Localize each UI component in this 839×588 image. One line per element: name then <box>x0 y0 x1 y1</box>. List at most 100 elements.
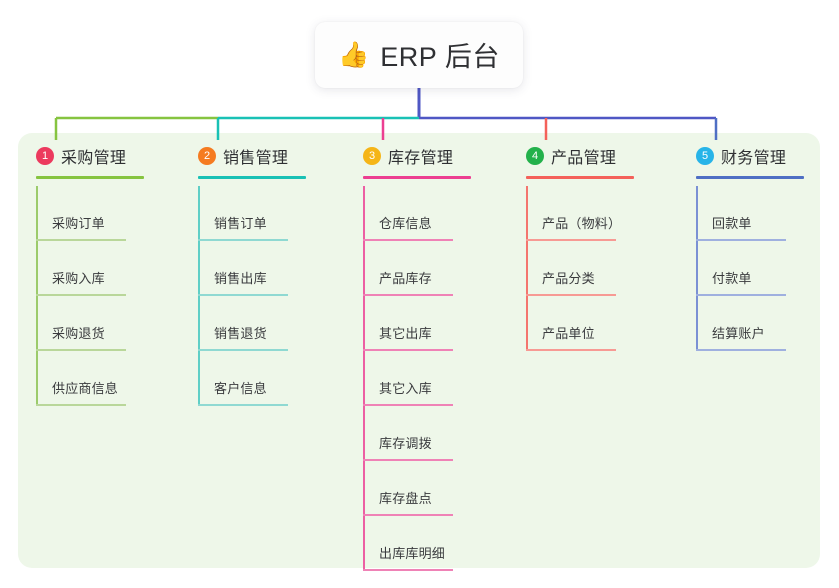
submenu-item-label: 其它入库 <box>379 381 432 396</box>
root-node-title: ERP 后台 <box>380 41 500 72</box>
submenu-item[interactable]: 产品单位 <box>526 296 656 351</box>
category-title: 财务管理 <box>721 150 787 167</box>
category-number-badge: 5 <box>696 147 714 165</box>
submenu-item-label: 采购入库 <box>52 271 105 286</box>
submenu-item[interactable]: 采购入库 <box>36 241 166 296</box>
submenu-item-underline <box>696 239 786 241</box>
category-number-badge: 4 <box>526 147 544 165</box>
submenu-item-underline <box>526 349 616 351</box>
category-column-3: 3 库存管理仓库信息产品库存其它出库其它入库库存调拨库存盘点出库库明细 <box>345 143 493 571</box>
submenu-item[interactable]: 产品库存 <box>363 241 493 296</box>
submenu-item-underline <box>526 239 616 241</box>
category-column-1: 1 采购管理采购订单采购入库采购退货供应商信息 <box>18 143 166 406</box>
submenu-spine <box>526 186 528 351</box>
submenu-list: 回款单付款单结算账户 <box>678 186 826 351</box>
submenu-item[interactable]: 产品（物料） <box>526 186 656 241</box>
submenu-item-label: 结算账户 <box>712 326 765 341</box>
submenu-item-label: 供应商信息 <box>52 381 119 396</box>
submenu-item-underline <box>363 239 453 241</box>
submenu-item-underline <box>363 349 453 351</box>
submenu-item[interactable]: 供应商信息 <box>36 351 166 406</box>
submenu-item[interactable]: 其它入库 <box>363 351 493 406</box>
submenu-item-label: 销售订单 <box>214 216 267 231</box>
submenu-item-underline <box>363 459 453 461</box>
submenu-item-label: 付款单 <box>712 271 752 286</box>
category-column-4: 4 产品管理产品（物料） 产品分类产品单位 <box>508 143 656 351</box>
submenu-item-label: 采购订单 <box>52 216 105 231</box>
submenu-spine <box>363 186 365 571</box>
category-header-1[interactable]: 1 采购管理 <box>18 143 166 169</box>
submenu-item[interactable]: 仓库信息 <box>363 186 493 241</box>
category-column-5: 5 财务管理回款单付款单结算账户 <box>678 143 826 351</box>
submenu-item[interactable]: 其它出库 <box>363 296 493 351</box>
submenu-item-underline <box>363 569 453 571</box>
category-underline <box>198 176 306 179</box>
submenu-item-label: 产品分类 <box>542 271 595 286</box>
submenu-item[interactable]: 销售出库 <box>198 241 328 296</box>
submenu-item[interactable]: 销售订单 <box>198 186 328 241</box>
category-number-badge: 3 <box>363 147 381 165</box>
submenu-item-label: 产品库存 <box>379 271 432 286</box>
submenu-item-underline <box>198 404 288 406</box>
submenu-item[interactable]: 付款单 <box>696 241 826 296</box>
submenu-item[interactable]: 库存调拨 <box>363 406 493 461</box>
submenu-item-underline <box>198 349 288 351</box>
submenu-item-label: 产品单位 <box>542 326 595 341</box>
submenu-list: 仓库信息产品库存其它出库其它入库库存调拨库存盘点出库库明细 <box>345 186 493 571</box>
submenu-item-underline <box>363 404 453 406</box>
category-title: 产品管理 <box>551 150 617 167</box>
submenu-item[interactable]: 采购退货 <box>36 296 166 351</box>
submenu-item-label: 客户信息 <box>214 381 267 396</box>
category-number-badge: 2 <box>198 147 216 165</box>
category-underline <box>696 176 804 179</box>
category-number-badge: 1 <box>36 147 54 165</box>
submenu-list: 产品（物料） 产品分类产品单位 <box>508 186 656 351</box>
submenu-item-underline <box>36 349 126 351</box>
submenu-item[interactable]: 结算账户 <box>696 296 826 351</box>
category-title: 库存管理 <box>388 150 454 167</box>
category-underline <box>526 176 634 179</box>
submenu-item-label: 销售出库 <box>214 271 267 286</box>
submenu-item-underline <box>526 294 616 296</box>
root-node[interactable]: 👍 ERP 后台 <box>315 22 523 88</box>
submenu-spine <box>198 186 200 406</box>
submenu-item-underline <box>363 294 453 296</box>
category-underline <box>36 176 144 179</box>
submenu-item[interactable]: 客户信息 <box>198 351 328 406</box>
submenu-item[interactable]: 产品分类 <box>526 241 656 296</box>
submenu-item-label: 回款单 <box>712 216 752 231</box>
submenu-item-label: 仓库信息 <box>379 216 432 231</box>
thumbs-up-icon: 👍 <box>338 39 370 69</box>
submenu-spine <box>696 186 698 351</box>
submenu-item-label: 产品（物料） <box>542 216 622 231</box>
category-header-5[interactable]: 5 财务管理 <box>678 143 826 169</box>
submenu-item[interactable]: 回款单 <box>696 186 826 241</box>
submenu-item-underline <box>696 294 786 296</box>
submenu-item-underline <box>363 514 453 516</box>
submenu-item-label: 库存调拨 <box>379 436 432 451</box>
category-underline <box>363 176 471 179</box>
category-header-3[interactable]: 3 库存管理 <box>345 143 493 169</box>
submenu-item[interactable]: 销售退货 <box>198 296 328 351</box>
submenu-item-underline <box>198 239 288 241</box>
category-title: 采购管理 <box>61 150 127 167</box>
submenu-item[interactable]: 出库库明细 <box>363 516 493 571</box>
submenu-list: 销售订单销售出库销售退货客户信息 <box>180 186 328 406</box>
submenu-item-underline <box>36 239 126 241</box>
submenu-item[interactable]: 库存盘点 <box>363 461 493 516</box>
submenu-list: 采购订单采购入库采购退货供应商信息 <box>18 186 166 406</box>
submenu-item-label: 销售退货 <box>214 326 267 341</box>
root-node-content: 👍 ERP 后台 <box>338 35 500 74</box>
submenu-item[interactable]: 采购订单 <box>36 186 166 241</box>
submenu-item-label: 采购退货 <box>52 326 105 341</box>
submenu-spine <box>36 186 38 406</box>
submenu-item-label: 其它出库 <box>379 326 432 341</box>
submenu-item-label: 出库库明细 <box>379 546 446 561</box>
submenu-item-underline <box>198 294 288 296</box>
submenu-item-underline <box>696 349 786 351</box>
category-header-4[interactable]: 4 产品管理 <box>508 143 656 169</box>
submenu-item-label: 库存盘点 <box>379 491 432 506</box>
